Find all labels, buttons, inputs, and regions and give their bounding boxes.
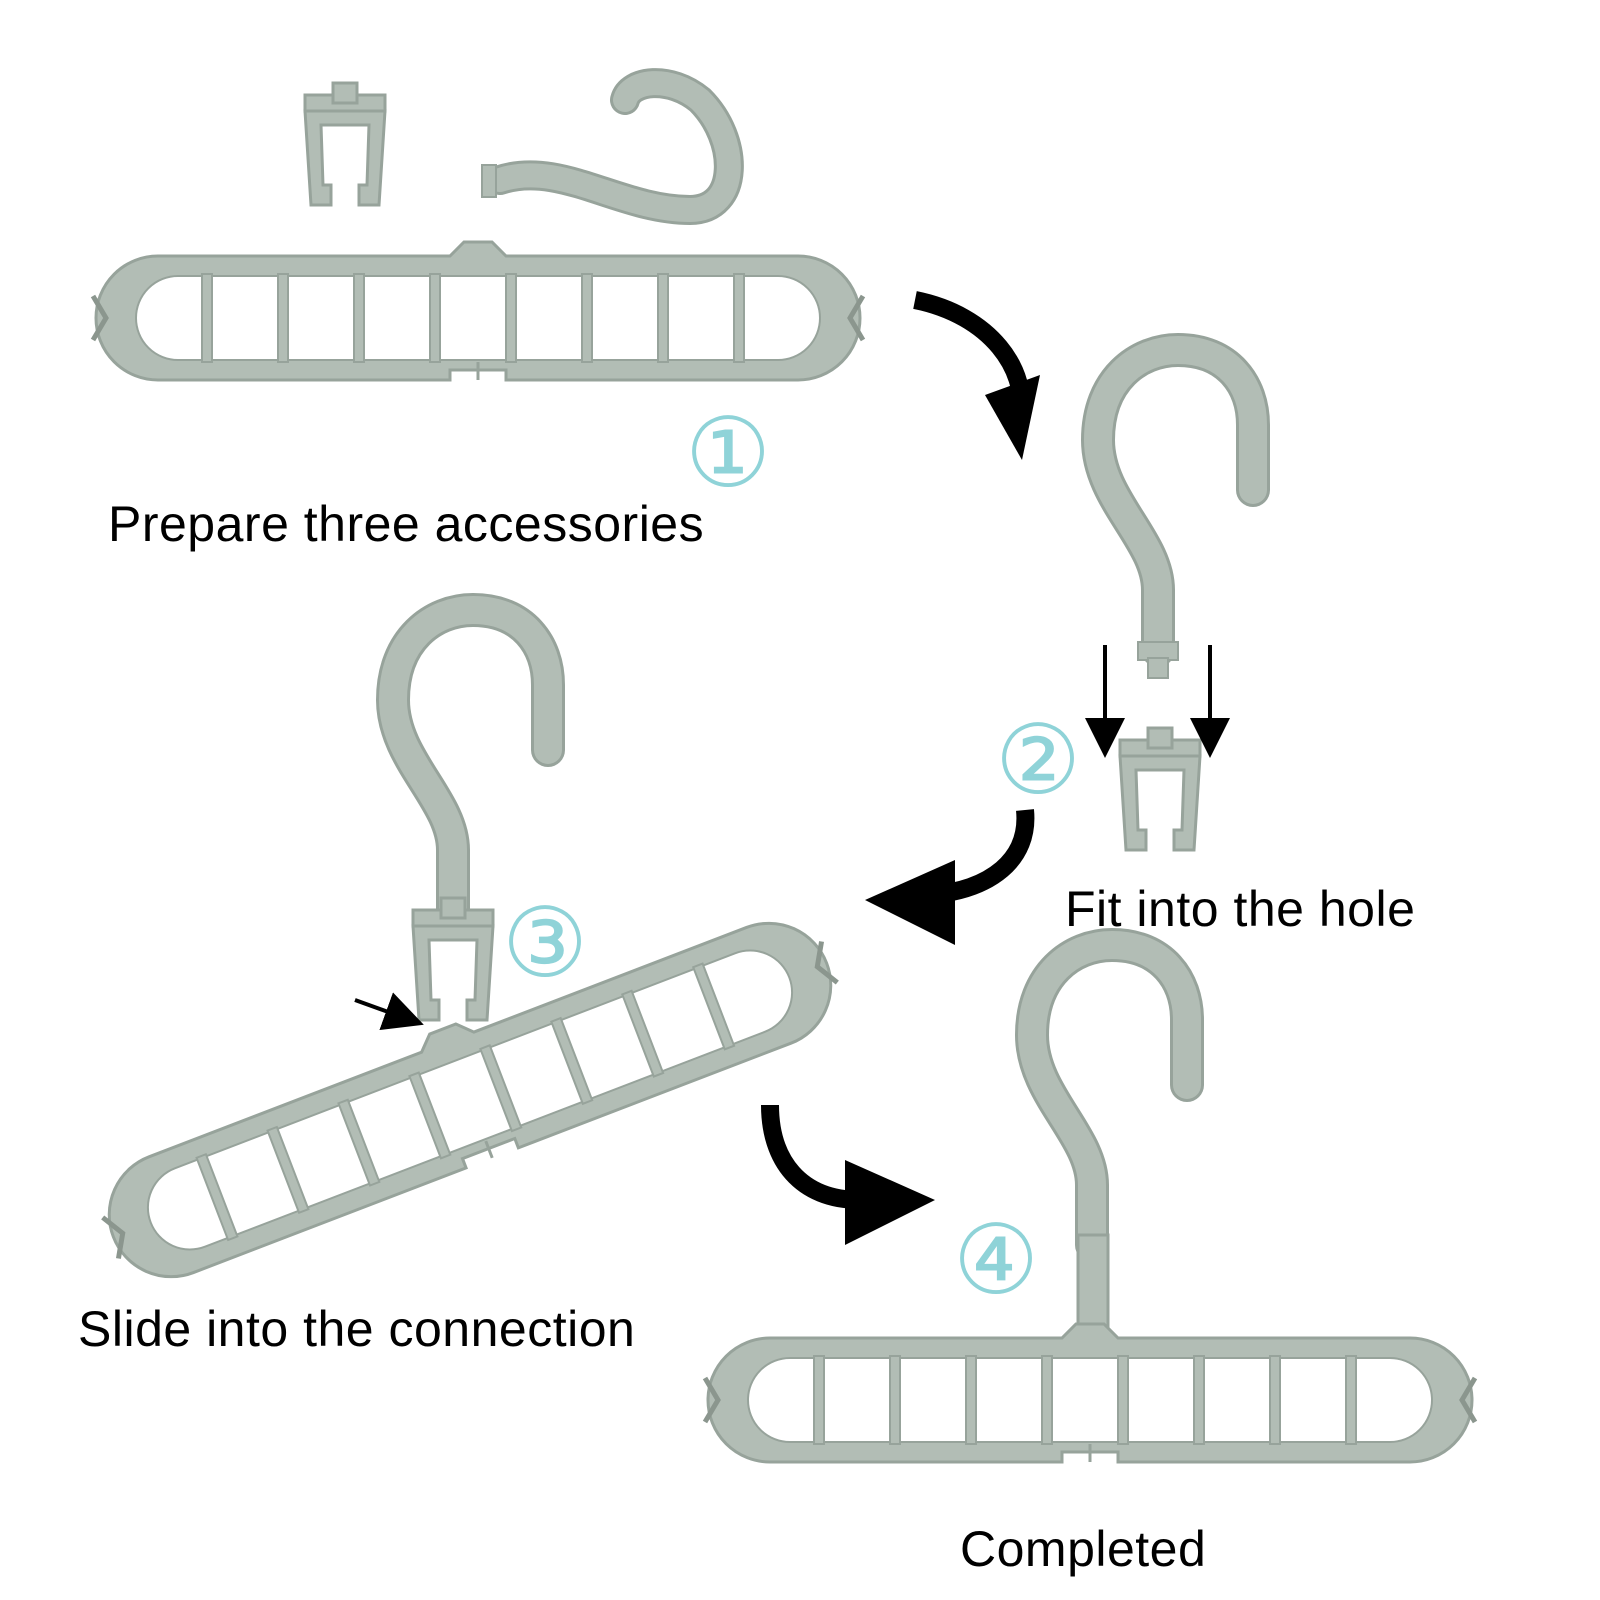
step-1-caption: Prepare three accessories (108, 496, 705, 552)
arrow-step2-to-step3 (865, 809, 1035, 945)
clip-connector-step3 (411, 896, 495, 1022)
hook-step4 (1032, 945, 1187, 1245)
hanger-bar-step1 (93, 242, 863, 380)
step-2-caption: Fit into the hole (1065, 881, 1416, 937)
hook-neck-step4 (1076, 1233, 1110, 1332)
step-4-caption: Completed (960, 1521, 1207, 1577)
hanger-bar-step4 (705, 1324, 1475, 1462)
hook-step3 (393, 610, 548, 910)
clip-connector-step1 (303, 81, 387, 207)
hook-step1 (481, 68, 744, 226)
step-1-badge: ① (685, 397, 772, 509)
step-2-badge: ② (995, 704, 1082, 816)
clip-connector-step2 (1118, 726, 1202, 852)
step-3-caption: Slide into the connection (78, 1301, 636, 1357)
step-3-badge: ③ (502, 887, 589, 999)
hook-step2 (1098, 350, 1253, 679)
arrow-step3-to-step4 (761, 1104, 935, 1245)
step-4-badge: ④ (953, 1204, 1040, 1316)
arrow-step1-to-step2 (913, 291, 1040, 460)
hanger-bar-step3 (83, 891, 851, 1296)
side-arrow (354, 992, 424, 1031)
